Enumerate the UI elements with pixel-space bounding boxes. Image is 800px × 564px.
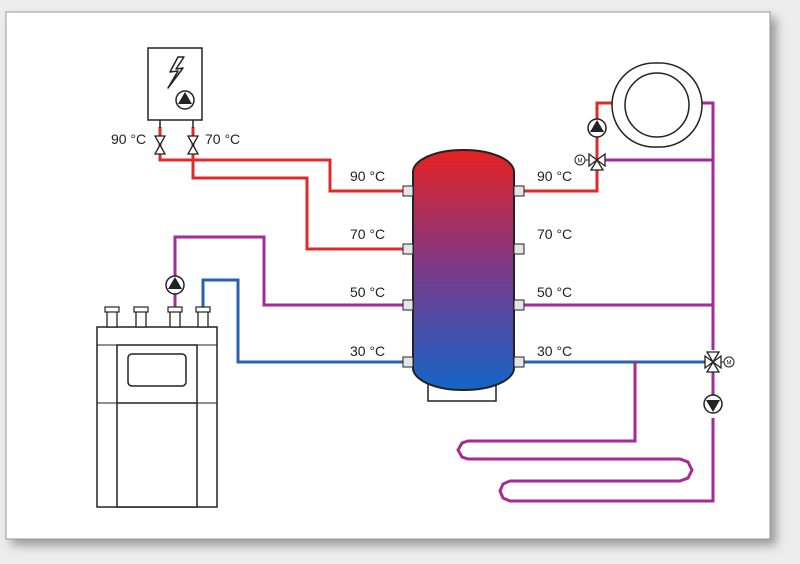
tank-left-90-label: 90 °C <box>350 168 385 184</box>
nozzle-right-30 <box>513 356 525 368</box>
top-valve-motor-icon <box>574 154 586 166</box>
tank-right-90-label: 90 °C <box>537 168 572 184</box>
nozzle-right-70 <box>513 243 525 255</box>
tank-right-30-label: 30 °C <box>537 343 572 359</box>
heatpump-circulation-pump-icon <box>165 275 185 295</box>
tank-body <box>412 149 515 391</box>
nozzle-left-50 <box>402 299 414 311</box>
tank-left-30-label: 30 °C <box>350 343 385 359</box>
boiler-return-temp-label: 70 °C <box>205 131 240 147</box>
floor-heating-pump-icon <box>703 394 723 414</box>
nozzle-left-70 <box>402 243 414 255</box>
nozzle-right-50 <box>513 299 525 311</box>
boiler-return-valve-icon <box>186 135 200 155</box>
nozzle-left-30 <box>402 356 414 368</box>
radiator-supply-pipe <box>520 101 614 193</box>
heatpump-supply-pipe <box>173 235 405 320</box>
boiler-supply-valve-icon <box>153 135 167 155</box>
heatpump-return-pipe <box>201 278 405 364</box>
nozzle-right-90 <box>513 185 525 197</box>
top-mixing-valve-icon: M <box>574 152 606 171</box>
radiator-consumer <box>611 62 703 148</box>
floor-mixing-valve-icon: M <box>704 351 735 373</box>
boiler-return-pipe <box>191 127 405 251</box>
radiator-pump-icon <box>587 118 607 138</box>
boiler-pump-icon <box>175 90 195 110</box>
heatpump-display <box>127 353 187 387</box>
floor-valve-motor-label: M <box>727 361 732 367</box>
tank-left-50-label: 50 °C <box>350 284 385 300</box>
heat-pump-unit <box>96 306 218 508</box>
floor-heating-loop <box>456 362 715 503</box>
tank-right-70-label: 70 °C <box>537 226 572 242</box>
buffer-tank <box>402 149 525 402</box>
lightning-icon <box>167 56 185 89</box>
boiler-box <box>147 47 203 121</box>
tank-left-70-label: 70 °C <box>350 226 385 242</box>
nozzle-left-90 <box>402 185 414 197</box>
top-valve-motor-label: M <box>578 159 583 165</box>
radiator-return-pipe <box>604 101 715 162</box>
consumer-inner-ring <box>624 72 690 138</box>
electric-boiler <box>147 47 203 155</box>
floor-valve-motor-icon <box>723 356 735 368</box>
tank-right-50-label: 50 °C <box>537 284 572 300</box>
temperature-labels: 90 °C 70 °C 90 °C 70 °C 50 °C 30 °C 90 °… <box>111 131 572 359</box>
boiler-supply-temp-label: 90 °C <box>111 131 146 147</box>
